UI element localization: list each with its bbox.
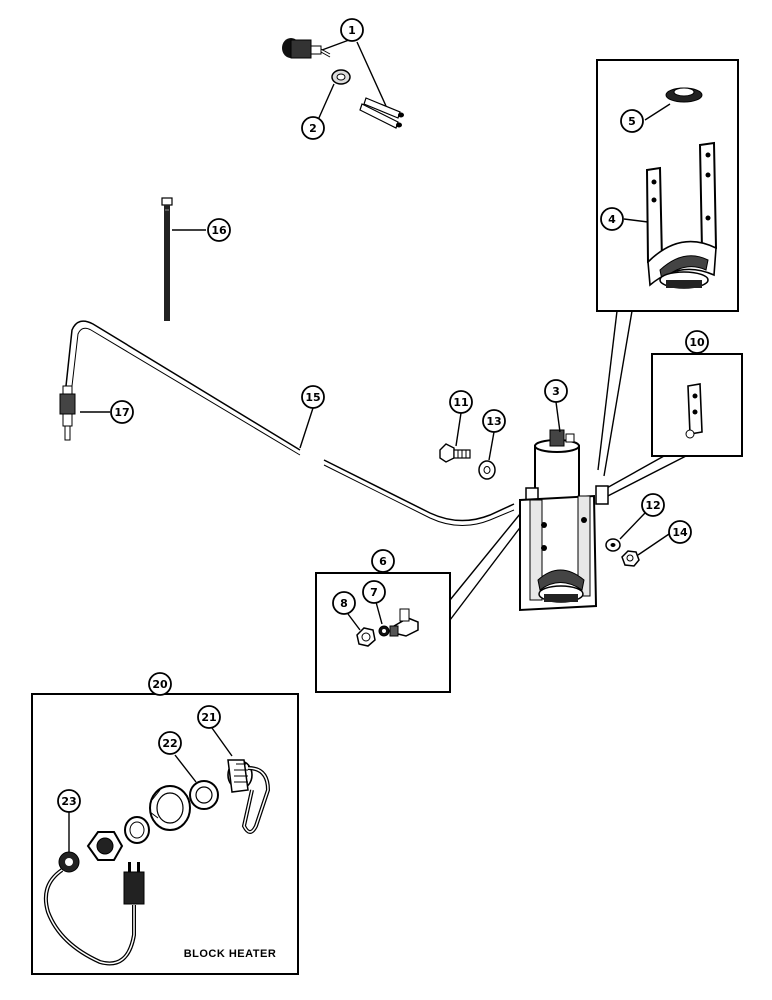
nut-part <box>331 69 351 85</box>
svg-text:12: 12 <box>645 499 660 512</box>
clip-part <box>685 383 703 439</box>
svg-text:15: 15 <box>305 391 320 404</box>
callout-22: 22 <box>158 731 182 755</box>
cable-tie-part <box>161 197 173 321</box>
power-cord-part <box>43 851 145 966</box>
svg-text:1: 1 <box>348 24 356 37</box>
fitting-nut-part <box>356 627 376 647</box>
block-heater-element-part <box>227 759 271 834</box>
callout-13: 13 <box>482 409 506 433</box>
heater-assembly-part <box>519 429 609 612</box>
svg-text:10: 10 <box>689 336 705 349</box>
svg-text:5: 5 <box>628 115 636 128</box>
callout-6: 6 <box>371 549 395 573</box>
svg-text:20: 20 <box>152 678 168 691</box>
svg-text:11: 11 <box>453 396 468 409</box>
callout-10: 10 <box>685 330 709 354</box>
callout-17: 17 <box>110 400 134 424</box>
svg-text:16: 16 <box>211 224 227 237</box>
svg-text:3: 3 <box>552 385 560 398</box>
gasket-ring-part <box>189 780 219 810</box>
callout-8: 8 <box>332 591 356 615</box>
callout-4: 4 <box>600 207 624 231</box>
sleeve-part <box>124 816 150 844</box>
mounting-bracket-part <box>645 141 718 289</box>
callout-16: 16 <box>207 218 231 242</box>
hex-adapter-part <box>86 831 124 861</box>
sensor-tube-part <box>65 320 515 526</box>
bolt-part <box>439 443 471 463</box>
lock-washer-part <box>605 538 621 552</box>
callout-1: 1 <box>340 18 364 42</box>
sensor-probe-part <box>59 385 76 441</box>
callout-2: 2 <box>301 116 325 140</box>
callout-12: 12 <box>641 493 665 517</box>
ferrule-part <box>378 625 390 637</box>
callout-20: 20 <box>148 672 172 696</box>
svg-text:13: 13 <box>486 415 501 428</box>
svg-text:17: 17 <box>114 406 129 419</box>
callout-21: 21 <box>197 705 221 729</box>
svg-text:4: 4 <box>608 213 616 226</box>
washer-part <box>478 460 496 480</box>
wire-terminals-part <box>359 97 404 129</box>
svg-text:23: 23 <box>61 795 76 808</box>
block-heater-caption: BLOCK HEATER <box>184 948 277 960</box>
callout-7: 7 <box>362 580 386 604</box>
elbow-fitting-part <box>389 608 419 637</box>
callout-15: 15 <box>301 385 325 409</box>
callout-3: 3 <box>544 379 568 403</box>
svg-text:8: 8 <box>340 597 348 610</box>
temperature-switch-part <box>282 38 331 59</box>
grommet-part <box>665 87 703 103</box>
hex-nut-part <box>621 550 640 567</box>
callout-23: 23 <box>57 789 81 813</box>
svg-text:6: 6 <box>379 555 387 568</box>
svg-text:2: 2 <box>309 122 317 135</box>
svg-text:7: 7 <box>370 586 378 599</box>
callout-5: 5 <box>620 109 644 133</box>
callout-14: 14 <box>668 520 692 544</box>
callout-11: 11 <box>449 390 473 414</box>
adapter-ring-part <box>149 785 191 831</box>
svg-text:22: 22 <box>162 737 177 750</box>
svg-text:14: 14 <box>672 526 688 539</box>
svg-text:21: 21 <box>201 711 216 724</box>
